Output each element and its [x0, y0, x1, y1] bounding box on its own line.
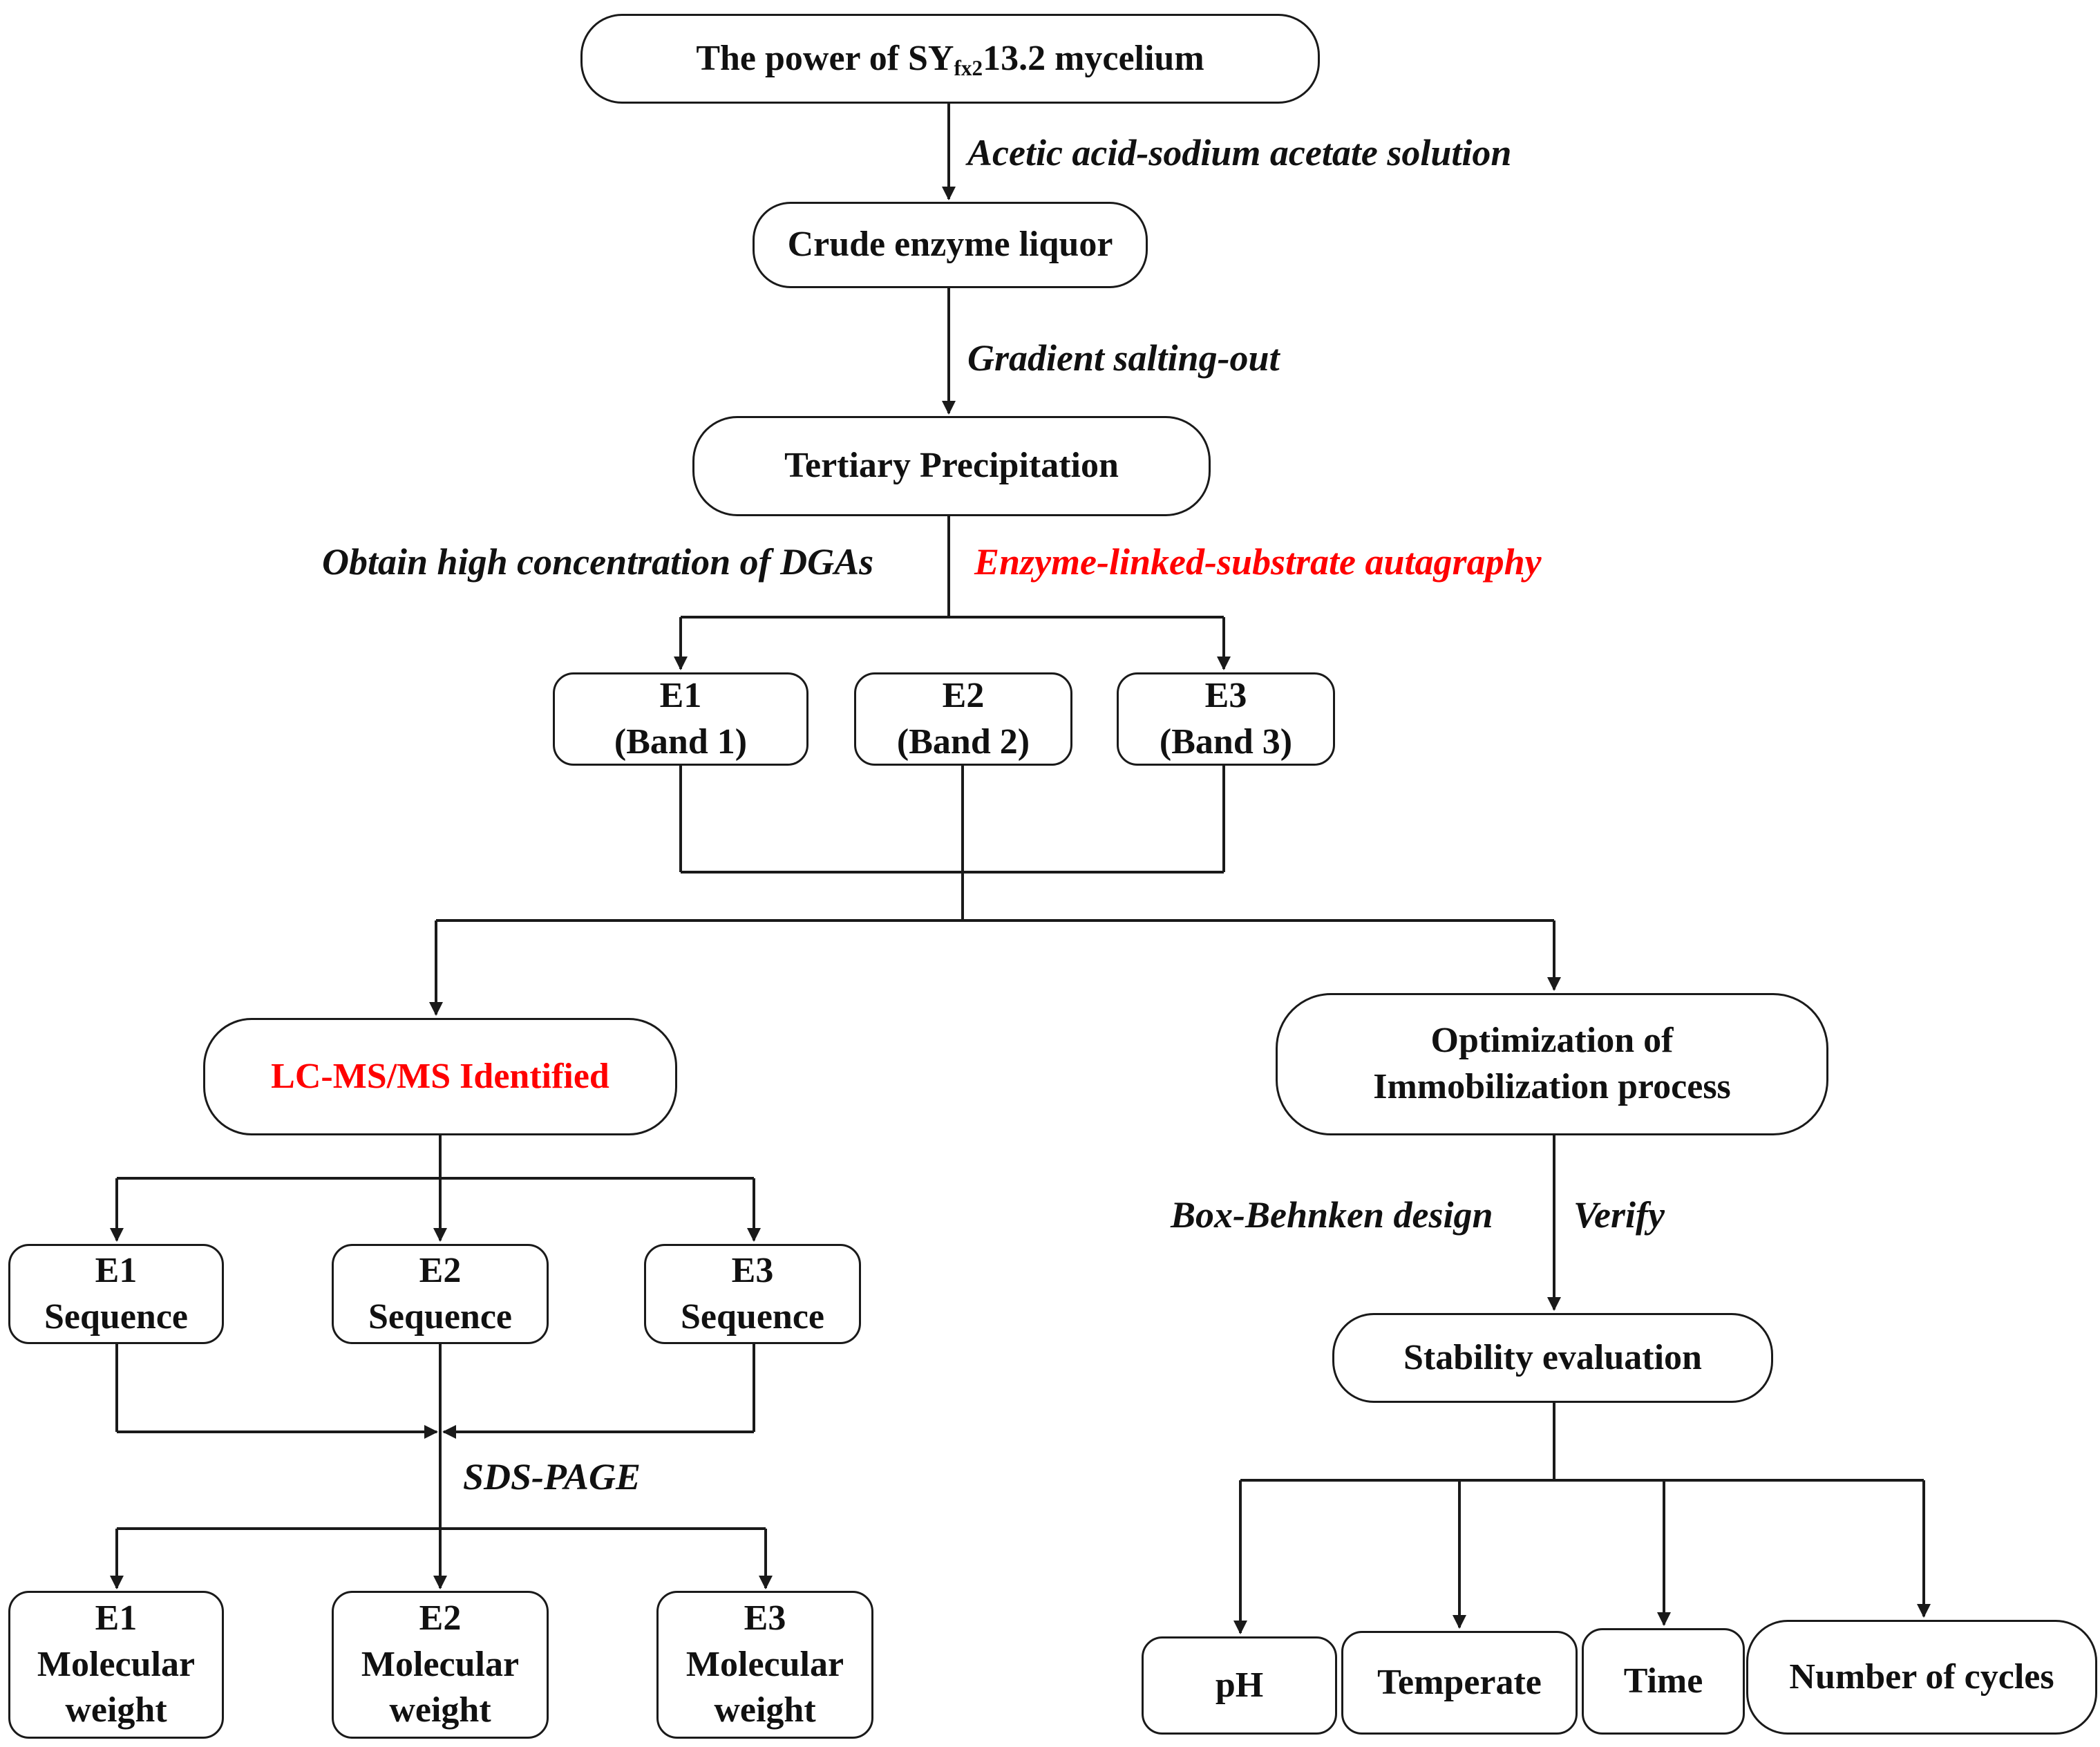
lcms-label: LC-MS/MS Identified [271, 1056, 609, 1096]
optim-line1: Optimization of [1430, 1021, 1674, 1061]
mycelium-text-post: 13.2 mycelium [983, 38, 1204, 78]
node-stability-evaluation: Stability evaluation [1332, 1313, 1773, 1403]
label-gradient-salting: Gradient salting-out [967, 337, 1280, 379]
factor-temperate-label: Temperate [1377, 1662, 1542, 1702]
label-obtain-dgas: Obtain high concentration of DGAs [322, 541, 874, 583]
mw-3-line3: weight [714, 1690, 816, 1730]
band-3-line1: E3 [1204, 675, 1247, 715]
label-enzyme-linked: Enzyme-linked-substrate autagraphy [974, 541, 1542, 583]
node-molecular-weight-3: E3 Molecular weight [656, 1591, 873, 1739]
mw-1-line1: E1 [95, 1598, 138, 1639]
sequence-3-line2: Sequence [681, 1296, 824, 1337]
mw-1-line2: Molecular [37, 1644, 196, 1684]
mw-3-line1: E3 [744, 1598, 786, 1639]
label-sds-page: SDS-PAGE [463, 1456, 641, 1498]
sequence-2-line1: E2 [419, 1250, 462, 1290]
node-sequence-1: E1 Sequence [8, 1244, 224, 1344]
node-immobilization-optimization: Optimization of Immobilization process [1276, 993, 1828, 1135]
node-factor-temperate: Temperate [1341, 1631, 1578, 1735]
crude-enzyme-label: Crude enzyme liquor [787, 225, 1113, 265]
label-verify: Verify [1573, 1194, 1665, 1236]
label-acetic-acid: Acetic acid-sodium acetate solution [967, 132, 1512, 173]
sequence-2-line2: Sequence [368, 1296, 512, 1337]
node-factor-time: Time [1582, 1628, 1745, 1735]
mw-1-line3: weight [65, 1690, 167, 1730]
node-band-1: E1 (Band 1) [553, 672, 808, 766]
mycelium-text-pre: The power of SY [696, 38, 954, 78]
node-mycelium-power: The power of SYfx213.2 mycelium [580, 14, 1320, 104]
tertiary-label: Tertiary Precipitation [784, 446, 1119, 486]
node-sequence-2: E2 Sequence [332, 1244, 549, 1344]
band-1-line2: (Band 1) [614, 721, 748, 762]
stability-label: Stability evaluation [1403, 1337, 1702, 1377]
node-band-3: E3 (Band 3) [1117, 672, 1335, 766]
mw-2-line1: E2 [419, 1598, 462, 1639]
factor-cycles-label: Number of cycles [1789, 1656, 2054, 1697]
mw-2-line3: weight [389, 1690, 491, 1730]
factor-time-label: Time [1623, 1661, 1703, 1701]
node-tertiary-precipitation: Tertiary Precipitation [692, 416, 1211, 516]
sequence-3-line1: E3 [731, 1250, 774, 1290]
node-molecular-weight-2: E2 Molecular weight [332, 1591, 549, 1739]
node-sequence-3: E3 Sequence [644, 1244, 861, 1344]
mycelium-subscript: fx2 [954, 55, 983, 80]
node-factor-cycles: Number of cycles [1746, 1620, 2097, 1735]
band-1-line1: E1 [659, 675, 702, 715]
band-2-line2: (Band 2) [896, 721, 1030, 762]
node-mycelium-label: The power of SYfx213.2 mycelium [696, 36, 1204, 82]
mw-2-line2: Molecular [361, 1644, 520, 1684]
band-2-line1: E2 [942, 675, 985, 715]
sequence-1-line2: Sequence [44, 1296, 188, 1337]
mw-3-line2: Molecular [685, 1644, 844, 1684]
label-box-behnken: Box-Behnken design [1171, 1194, 1493, 1236]
node-factor-ph: pH [1142, 1636, 1337, 1735]
node-lcms-identified: LC-MS/MS Identified [203, 1018, 677, 1135]
sequence-1-line1: E1 [95, 1250, 138, 1290]
optim-line2: Immobilization process [1373, 1067, 1731, 1106]
node-crude-enzyme-liquor: Crude enzyme liquor [753, 202, 1148, 288]
node-molecular-weight-1: E1 Molecular weight [8, 1591, 224, 1739]
band-3-line2: (Band 3) [1159, 721, 1293, 762]
factor-ph-label: pH [1215, 1665, 1264, 1705]
node-band-2: E2 (Band 2) [854, 672, 1072, 766]
